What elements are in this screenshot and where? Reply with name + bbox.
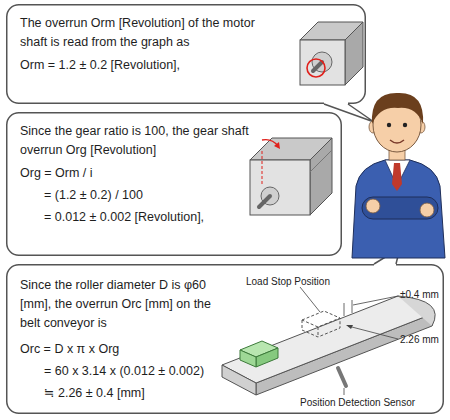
equation-line: Orm = 1.2 ± 0.2 [Revolution], xyxy=(20,56,290,75)
mouth xyxy=(390,140,404,143)
bubble-tail-fill xyxy=(374,248,400,267)
bubble-text: The overrun Orm [Revolution] of the moto… xyxy=(20,14,275,52)
necktie xyxy=(392,163,402,191)
leader-arrowhead xyxy=(346,325,353,329)
leader-line xyxy=(344,388,345,395)
leader-line xyxy=(353,296,398,305)
motor-boss xyxy=(312,52,332,72)
load-left xyxy=(240,350,256,367)
hand xyxy=(420,203,434,217)
equation-line: = 60 x 3.14 x (0.012 ± 0.002) xyxy=(44,362,244,381)
stop-position-top xyxy=(302,311,340,327)
eye xyxy=(387,123,391,127)
bubble-text: Since the roller diameter D is φ60 [mm],… xyxy=(20,276,220,333)
position-sensor xyxy=(338,368,346,386)
hair xyxy=(372,93,423,124)
tolerance-tick xyxy=(352,300,353,313)
gear-shaft xyxy=(259,196,270,207)
motor-side-face xyxy=(345,22,363,85)
equation-line: ≒ 2.26 ± 0.4 [mm] xyxy=(44,384,244,403)
belt-end xyxy=(222,365,256,395)
equation-line: Org = Orm / i xyxy=(20,164,240,183)
rotation-arrow xyxy=(262,140,278,146)
speech-bubble: The overrun Orm [Revolution] of the moto… xyxy=(6,4,366,104)
belt-surface xyxy=(222,296,432,383)
bubble-body xyxy=(7,113,342,256)
motor-shaft xyxy=(313,62,322,71)
leader-line xyxy=(300,287,320,312)
belt-side xyxy=(256,314,432,395)
bubble-body xyxy=(7,265,444,414)
highlight-circle xyxy=(307,59,325,77)
gearmotor-top-face xyxy=(250,138,332,160)
speech-bubble: Since the roller diameter D is φ60 [mm],… xyxy=(6,264,444,414)
stop-position-edge xyxy=(318,327,319,337)
head xyxy=(373,98,421,152)
shirt-collar xyxy=(385,160,410,186)
crossed-arms xyxy=(362,197,438,219)
bubble-body xyxy=(7,5,366,104)
motor-top-face xyxy=(300,22,363,40)
gear-shaft-boss xyxy=(261,187,279,205)
ear xyxy=(417,121,425,133)
load-top xyxy=(240,341,278,357)
equation-line: Orc = D x π x Org xyxy=(20,340,220,359)
motor-front-face xyxy=(300,40,345,85)
bubble-tail xyxy=(374,248,400,264)
ear xyxy=(369,121,377,133)
tolerance-tick xyxy=(344,303,345,316)
rotation-arrowhead xyxy=(274,142,280,149)
bubble-text: Since the gear ratio is 100, the gear sh… xyxy=(20,122,252,160)
suit-body xyxy=(352,160,445,258)
shaft-reference-line xyxy=(262,150,263,184)
hand xyxy=(366,199,380,213)
stop-position-sides xyxy=(302,318,340,337)
leader-line xyxy=(348,326,398,339)
gearhead-seam xyxy=(310,150,332,172)
load-front xyxy=(256,348,278,367)
equation-line: = 0.012 ± 0.002 [Revolution], xyxy=(44,208,254,227)
neck xyxy=(389,146,405,160)
eye xyxy=(403,123,407,127)
gearmotor-side-face xyxy=(310,138,332,215)
gearhead-front-face xyxy=(250,160,310,215)
speech-bubble: Since the gear ratio is 100, the gear sh… xyxy=(6,112,342,256)
equation-line: = (1.2 ± 0.2) / 100 xyxy=(44,186,244,205)
roller-end xyxy=(398,296,435,326)
